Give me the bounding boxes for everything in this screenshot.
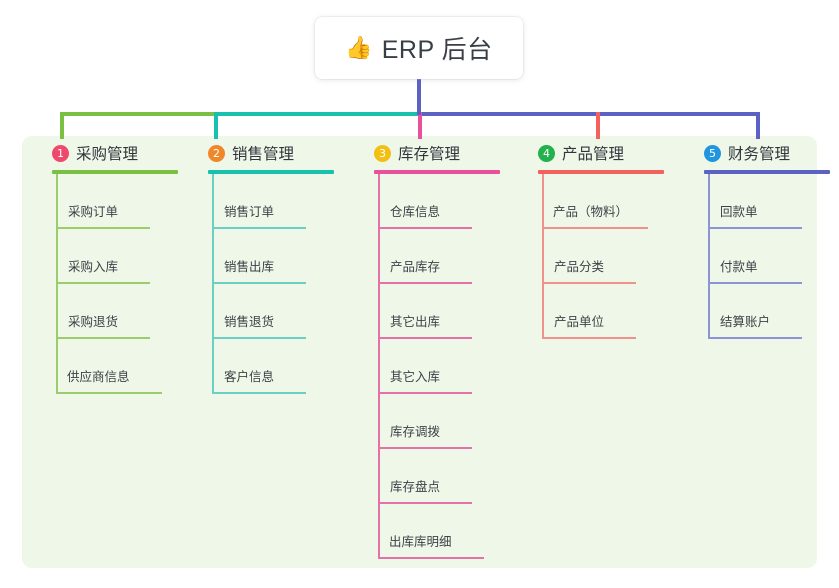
column-采购管理: 1 采购管理采购订单采购入库采购退货供应商信息 — [34, 136, 198, 394]
menu-item-label: 销售订单 — [224, 205, 275, 219]
column-badge-2: 2 — [208, 144, 225, 162]
menu-item[interactable]: 库存盘点 — [378, 449, 472, 504]
column-title: 销售管理 — [232, 146, 295, 163]
column-财务管理: 5 财务管理回款单付款单结算账户 — [686, 136, 839, 339]
menu-item[interactable]: 采购入库 — [56, 229, 150, 284]
column-产品管理: 4 产品管理产品（物料） 产品分类产品单位 — [520, 136, 684, 339]
menu-item-label: 采购退货 — [68, 315, 119, 329]
menu-item[interactable]: 付款单 — [708, 229, 802, 284]
column-title: 采购管理 — [76, 146, 139, 163]
menu-item[interactable]: 库存调拨 — [378, 394, 472, 449]
column-rule — [208, 170, 334, 174]
column-title: 财务管理 — [728, 146, 791, 163]
menu-item-label: 其它入库 — [390, 370, 441, 384]
menu-item-label: 库存调拨 — [390, 425, 441, 439]
column-header-4[interactable]: 4 产品管理 — [520, 136, 684, 170]
menu-item-label: 付款单 — [720, 260, 758, 274]
diagram-panel — [22, 136, 817, 568]
menu-item-label: 出库库明细 — [389, 535, 452, 549]
menu-item-label: 其它出库 — [390, 315, 441, 329]
column-header-1[interactable]: 1 采购管理 — [34, 136, 198, 170]
menu-item[interactable]: 仓库信息 — [378, 174, 472, 229]
column-badge-3: 3 — [374, 144, 391, 162]
column-badge-4: 4 — [538, 144, 555, 162]
menu-item[interactable]: 结算账户 — [708, 284, 802, 339]
menu-item[interactable]: 产品（物料） — [542, 174, 648, 229]
menu-item[interactable]: 出库库明细 — [378, 504, 484, 559]
menu-item[interactable]: 其它出库 — [378, 284, 472, 339]
connector-stub-col-5 — [756, 112, 760, 139]
thumbs-up-icon: 👍 — [345, 35, 373, 60]
menu-item[interactable]: 其它入库 — [378, 339, 472, 394]
menu-item[interactable]: 采购订单 — [56, 174, 150, 229]
column-items: 回款单付款单结算账户 — [708, 174, 839, 339]
column-items: 销售订单销售出库销售退货客户信息 — [212, 174, 354, 394]
connector-left-green — [60, 112, 216, 116]
menu-item-label: 供应商信息 — [67, 370, 130, 384]
menu-item-label: 采购入库 — [68, 260, 119, 274]
menu-item-label: 库存盘点 — [390, 480, 441, 494]
menu-item-label: 销售出库 — [224, 260, 275, 274]
menu-item-label: 产品分类 — [554, 260, 605, 274]
column-库存管理: 3 库存管理仓库信息产品库存其它出库其它入库库存调拨库存盘点出库库明细 — [356, 136, 520, 559]
menu-item[interactable]: 销售退货 — [212, 284, 306, 339]
menu-item-label: 产品库存 — [390, 260, 441, 274]
menu-item-label: 产品单位 — [554, 315, 605, 329]
connector-trunk — [417, 79, 421, 115]
column-badge-1: 1 — [52, 144, 69, 162]
menu-item[interactable]: 产品分类 — [542, 229, 636, 284]
column-title: 库存管理 — [398, 146, 461, 163]
column-header-3[interactable]: 3 库存管理 — [356, 136, 520, 170]
menu-item[interactable]: 采购退货 — [56, 284, 150, 339]
column-销售管理: 2 销售管理销售订单销售出库销售退货客户信息 — [190, 136, 354, 394]
connector-stub-col-2 — [214, 112, 218, 139]
menu-item-label: 结算账户 — [720, 315, 771, 329]
root-node-erp-backend[interactable]: 👍 ERP 后台 — [315, 17, 523, 79]
page-title: ERP 后台 — [381, 36, 493, 64]
column-items: 仓库信息产品库存其它出库其它入库库存调拨库存盘点出库库明细 — [378, 174, 520, 559]
column-rule — [52, 170, 178, 174]
connector-stub-col-1 — [60, 112, 64, 139]
connector-stub-col-4 — [596, 112, 600, 139]
column-header-5[interactable]: 5 财务管理 — [686, 136, 839, 170]
connector-stub-col-3 — [418, 112, 422, 139]
menu-item-label: 客户信息 — [224, 370, 275, 384]
connector-right-blue — [418, 112, 760, 116]
column-badge-5: 5 — [704, 144, 721, 162]
menu-item-label: 仓库信息 — [390, 205, 441, 219]
connector-mid-teal — [214, 112, 420, 116]
menu-item-label: 采购订单 — [68, 205, 119, 219]
column-rule — [538, 170, 664, 174]
menu-item-label: 产品（物料） — [553, 205, 629, 219]
columns-layer: 1 采购管理采购订单采购入库采购退货供应商信息 2 销售管理销售订单销售出库销售退货客… — [22, 136, 830, 568]
menu-item-label: 销售退货 — [224, 315, 275, 329]
menu-item[interactable]: 产品单位 — [542, 284, 636, 339]
column-items: 产品（物料） 产品分类产品单位 — [542, 174, 684, 339]
column-rule — [374, 170, 500, 174]
menu-item[interactable]: 供应商信息 — [56, 339, 162, 394]
menu-item[interactable]: 销售出库 — [212, 229, 306, 284]
menu-item[interactable]: 销售订单 — [212, 174, 306, 229]
menu-item[interactable]: 产品库存 — [378, 229, 472, 284]
column-rule — [704, 170, 830, 174]
column-header-2[interactable]: 2 销售管理 — [190, 136, 354, 170]
column-items: 采购订单采购入库采购退货供应商信息 — [56, 174, 198, 394]
menu-item-label: 回款单 — [720, 205, 758, 219]
menu-item[interactable]: 回款单 — [708, 174, 802, 229]
column-title: 产品管理 — [562, 146, 625, 163]
menu-item[interactable]: 客户信息 — [212, 339, 306, 394]
